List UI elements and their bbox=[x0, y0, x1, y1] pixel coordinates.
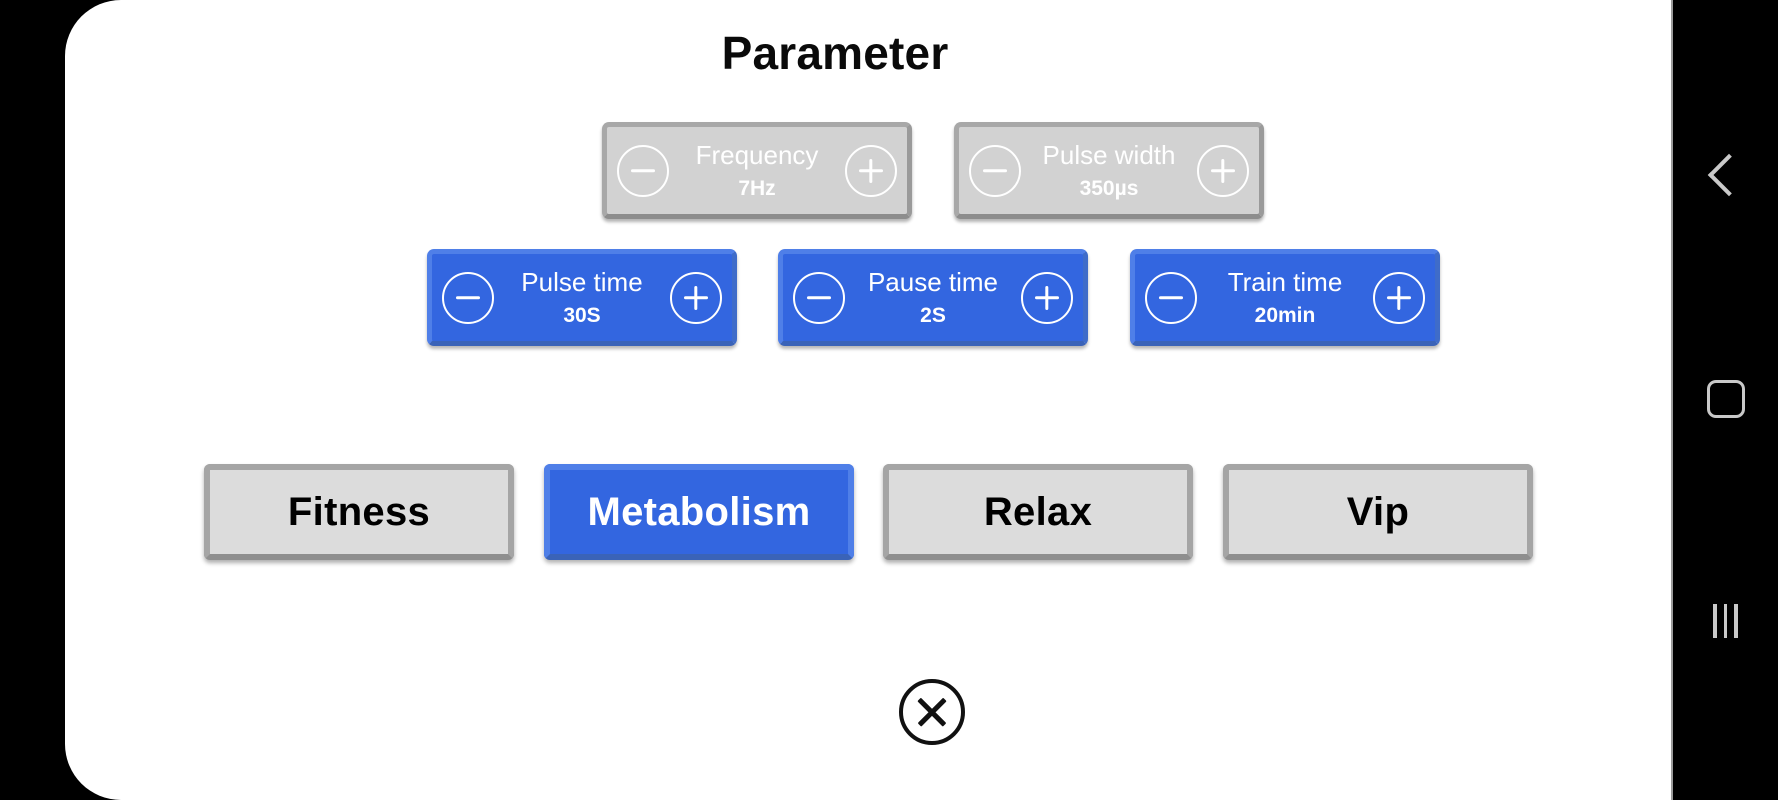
frequency-decrement-button[interactable] bbox=[617, 144, 669, 197]
close-circle-icon[interactable] bbox=[899, 679, 965, 745]
stepper-train-time[interactable]: Train time 20min bbox=[1130, 249, 1440, 346]
stepper-pulse-time[interactable]: Pulse time 30S bbox=[427, 249, 737, 346]
home-square-glyph bbox=[1706, 380, 1745, 418]
back-chevron-glyph bbox=[1707, 153, 1750, 197]
train-time-value: 20min bbox=[1254, 303, 1316, 327]
pulse-width-value: 350µs bbox=[1079, 176, 1139, 200]
train-time-labels: Train time 20min bbox=[1197, 266, 1373, 327]
stepper-pause-time[interactable]: Pause time 2S bbox=[778, 249, 1088, 346]
pulse-width-labels: Pulse width 350µs bbox=[1021, 139, 1197, 200]
pulse-time-value: 30S bbox=[563, 303, 601, 327]
recents-bars-icon[interactable] bbox=[1673, 586, 1778, 656]
mode-button-vip[interactable]: Vip bbox=[1223, 464, 1533, 560]
home-square-icon[interactable] bbox=[1673, 364, 1778, 434]
parameter-dialog: Parameter Frequency 7Hz Pulse width 350µ… bbox=[65, 0, 1673, 800]
frequency-value: 7Hz bbox=[738, 176, 776, 200]
mode-button-fitness[interactable]: Fitness bbox=[204, 464, 514, 560]
train-time-increment-button[interactable] bbox=[1373, 271, 1425, 324]
android-navigation-bar bbox=[1673, 0, 1778, 800]
mode-button-metabolism-label: Metabolism bbox=[587, 489, 811, 534]
pulse-time-labels: Pulse time 30S bbox=[494, 266, 670, 327]
pulse-time-label: Pulse time bbox=[521, 266, 643, 297]
pulse-time-decrement-button[interactable] bbox=[442, 271, 494, 324]
frequency-label: Frequency bbox=[695, 139, 819, 170]
stepper-pulse-width[interactable]: Pulse width 350µs bbox=[954, 122, 1264, 219]
pulse-width-label: Pulse width bbox=[1042, 139, 1176, 170]
pause-time-label: Pause time bbox=[867, 266, 999, 297]
back-chevron-icon[interactable] bbox=[1673, 140, 1778, 210]
train-time-decrement-button[interactable] bbox=[1145, 271, 1197, 324]
mode-button-metabolism[interactable]: Metabolism bbox=[544, 464, 854, 560]
train-time-label: Train time bbox=[1227, 266, 1343, 297]
mode-button-vip-label: Vip bbox=[1346, 489, 1410, 534]
pulse-width-decrement-button[interactable] bbox=[969, 144, 1021, 197]
stepper-frequency[interactable]: Frequency 7Hz bbox=[602, 122, 912, 219]
pause-time-decrement-button[interactable] bbox=[793, 271, 845, 324]
pause-time-value: 2S bbox=[920, 303, 946, 327]
pulse-width-increment-button[interactable] bbox=[1197, 144, 1249, 197]
mode-button-fitness-label: Fitness bbox=[287, 489, 431, 534]
frequency-increment-button[interactable] bbox=[845, 144, 897, 197]
frequency-labels: Frequency 7Hz bbox=[669, 139, 845, 200]
recents-bars-glyph bbox=[1713, 604, 1738, 638]
pulse-time-increment-button[interactable] bbox=[670, 271, 722, 324]
page-title: Parameter bbox=[721, 27, 949, 79]
mode-button-relax[interactable]: Relax bbox=[883, 464, 1193, 560]
pause-time-labels: Pause time 2S bbox=[845, 266, 1021, 327]
mode-button-relax-label: Relax bbox=[983, 489, 1093, 534]
pause-time-increment-button[interactable] bbox=[1021, 271, 1073, 324]
